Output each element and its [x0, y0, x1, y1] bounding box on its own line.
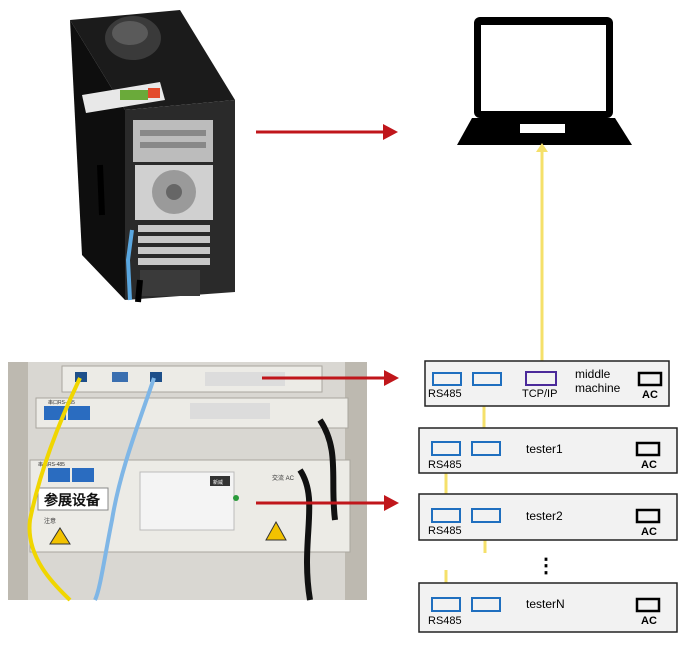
ac-port — [635, 508, 661, 524]
computer-mouse-icon — [105, 16, 161, 60]
tester1-box: RS485 tester1 AC — [418, 427, 678, 474]
rs485-port — [471, 508, 501, 523]
photo-caution: 注意 — [44, 517, 56, 525]
photo-port-label-2: 串口RS-485 — [48, 400, 75, 406]
ac-port — [635, 441, 661, 457]
middle-machine-box: RS485 TCP/IP middle machine AC — [424, 360, 670, 407]
tester2-rs485-label: RS485 — [428, 525, 462, 537]
tester1-ac-label: AC — [641, 459, 657, 471]
tcpip-link-arrowhead — [536, 143, 548, 152]
tester2-label: tester2 — [526, 509, 563, 523]
testerN-rs485-label: RS485 — [428, 615, 462, 627]
photo-ac-label: 交流 AC — [272, 474, 295, 482]
ac-port — [635, 597, 661, 613]
middle-ac-label: AC — [642, 389, 658, 401]
middle-label-line1: middle — [575, 367, 611, 381]
ac-port — [637, 371, 663, 387]
rs485-port — [471, 597, 501, 612]
photo-sticker: 参展设备 — [44, 492, 101, 508]
desktop-tower-icon — [70, 10, 235, 303]
photo-brand: 新威 — [213, 479, 223, 486]
rs485-port — [431, 441, 461, 456]
rs485-port — [471, 441, 501, 456]
middle-rs485-label: RS485 — [428, 388, 462, 400]
tester2-box: RS485 tester2 AC — [418, 493, 678, 541]
tester2-ac-label: AC — [641, 526, 657, 538]
laptop-icon — [457, 17, 632, 145]
arrow-pc-to-laptop — [256, 124, 398, 140]
tester1-label: tester1 — [526, 442, 563, 456]
equipment-rack-photo: 串口RS-485 串口RS-485 新威 交流 AC 参展设备 注意 — [8, 362, 367, 602]
middle-label-line2: machine — [575, 381, 621, 395]
tcpip-label: TCP/IP — [522, 388, 557, 400]
rs485-port — [431, 597, 461, 612]
arrow-rack-to-middle — [262, 370, 399, 386]
rs485-port — [431, 508, 461, 523]
more-testers-ellipsis: ⋮ — [536, 555, 556, 577]
rs485-port — [472, 372, 502, 386]
photo-port-label-3: 串口RS-485 — [38, 462, 65, 468]
arrow-rack-to-tester2 — [256, 495, 399, 511]
tcpip-port — [525, 371, 557, 386]
rs485-port — [432, 372, 462, 386]
testerN-ac-label: AC — [641, 615, 657, 627]
tester1-rs485-label: RS485 — [428, 459, 462, 471]
testerN-box: RS485 testerN AC — [418, 582, 678, 633]
testerN-label: testerN — [526, 597, 565, 611]
